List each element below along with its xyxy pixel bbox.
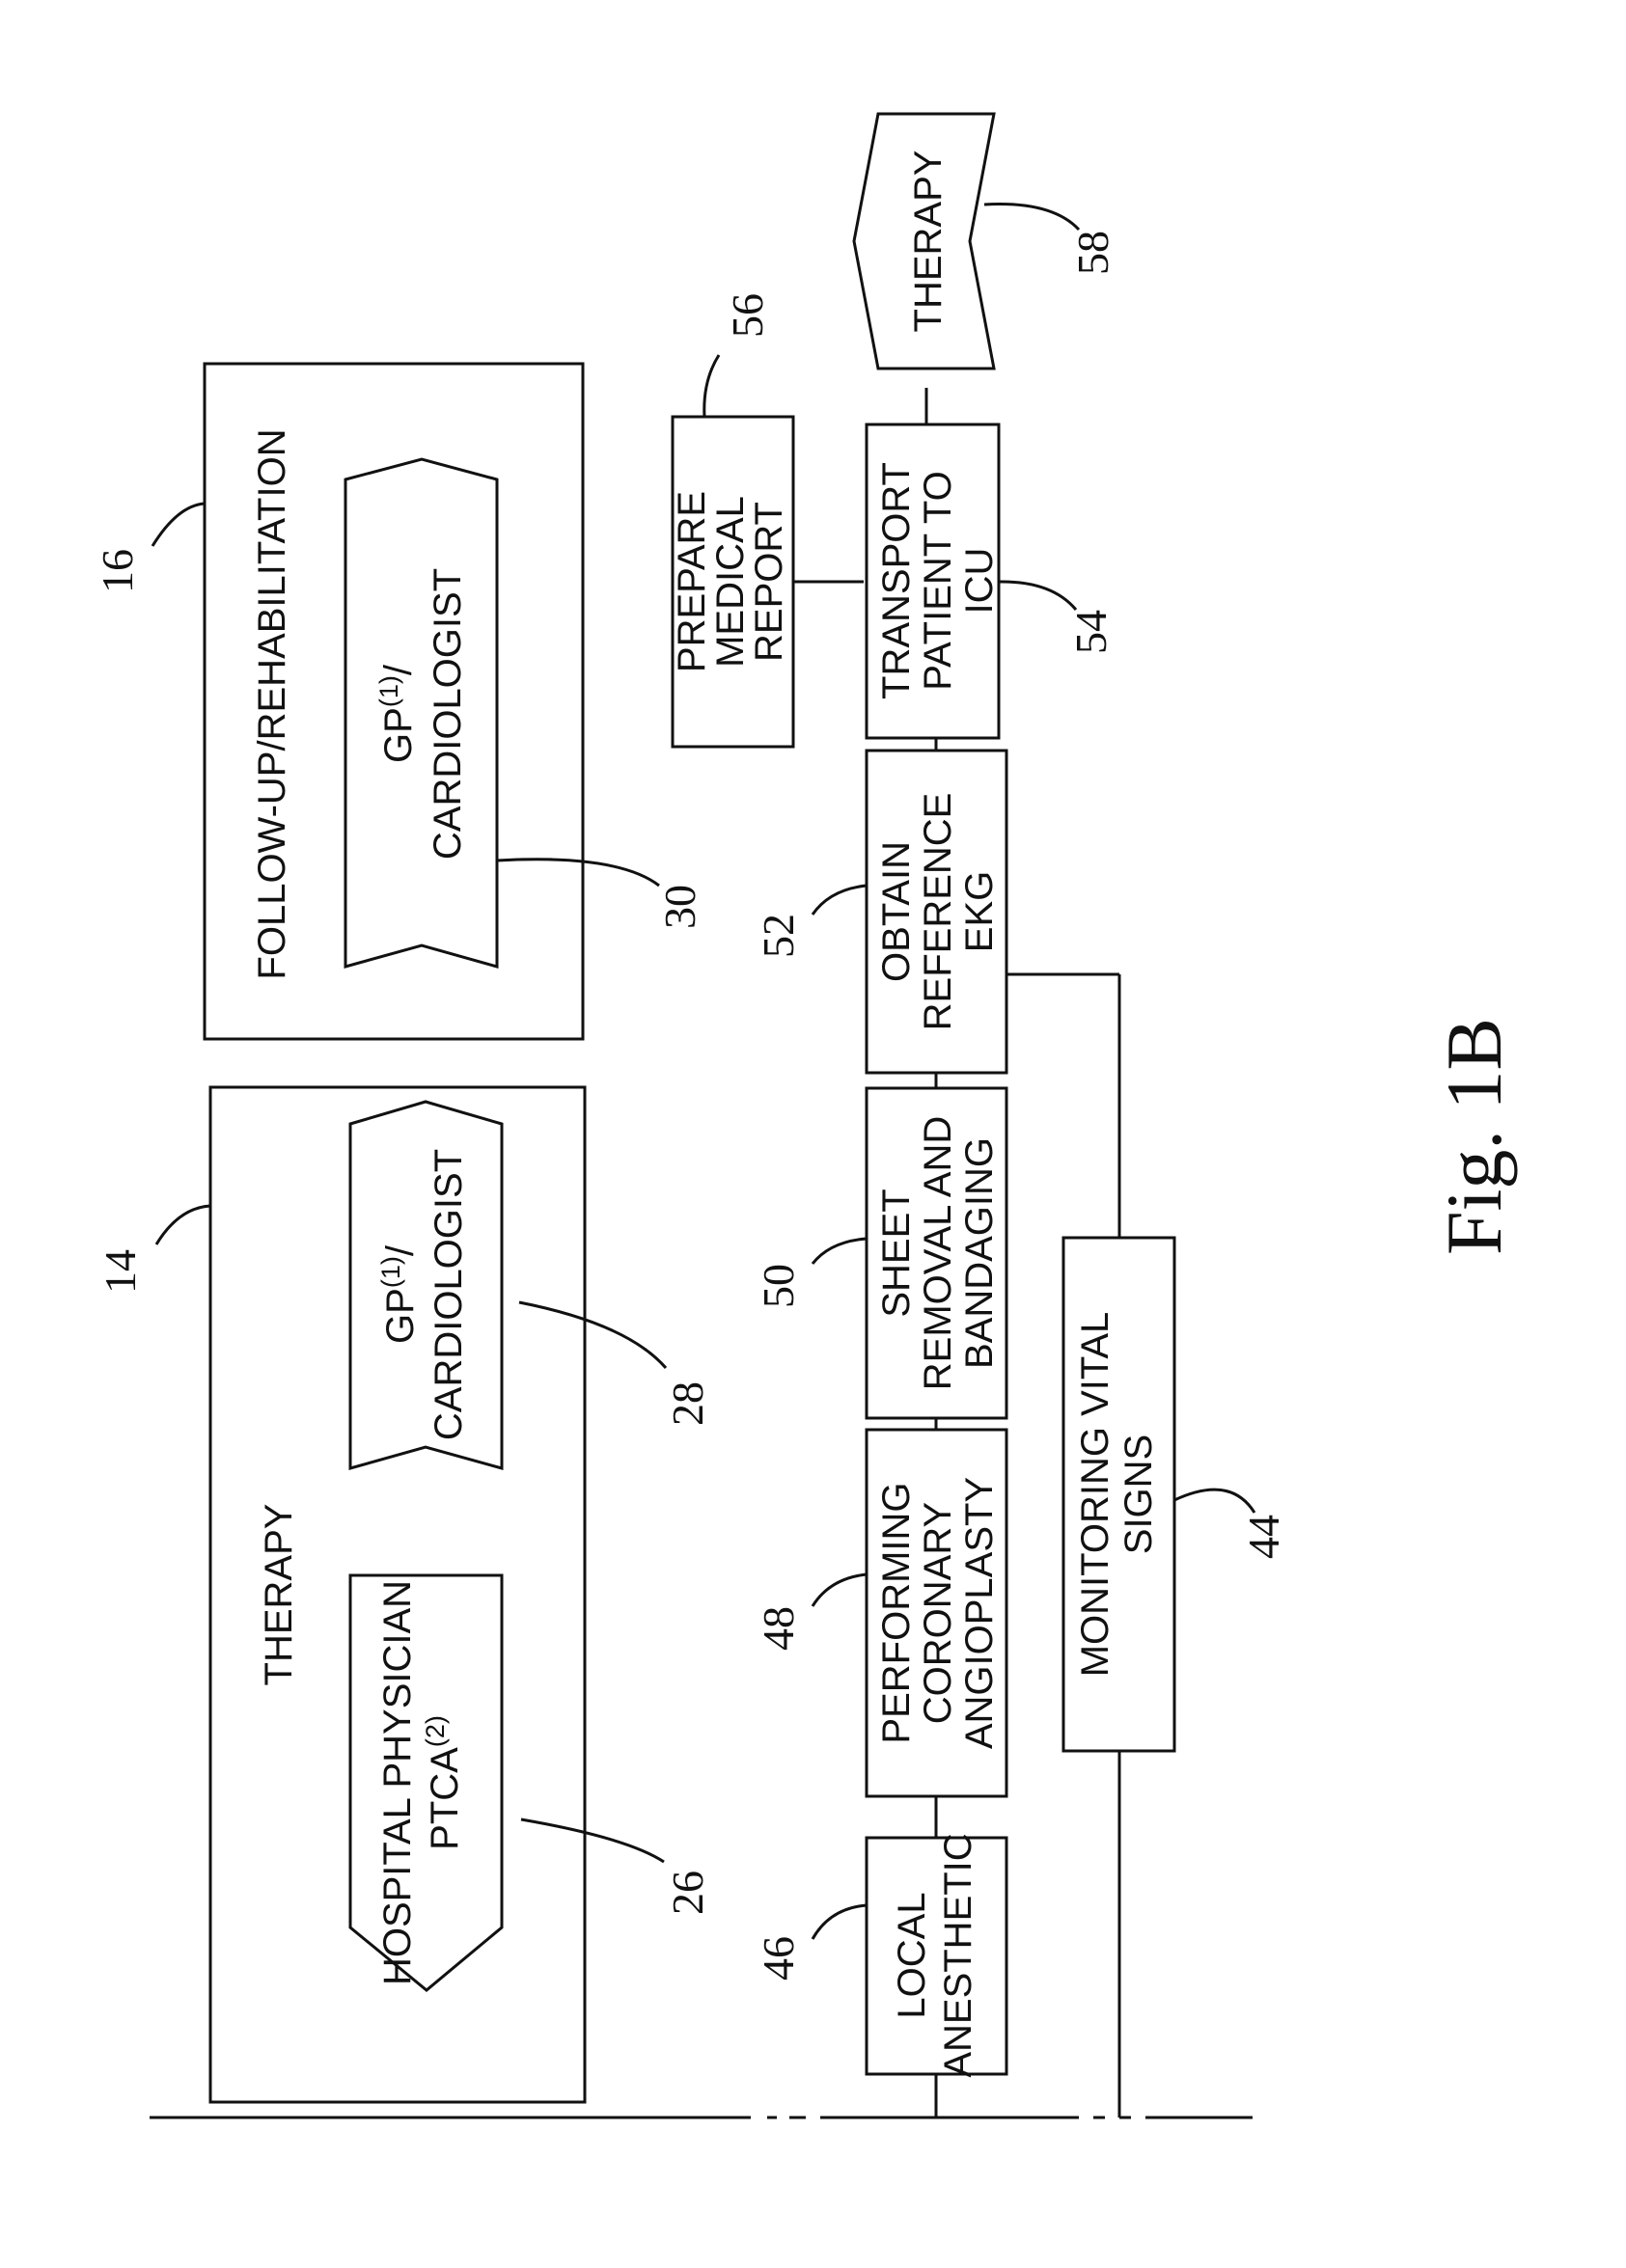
followup-panel-title: FOLLOW-UP/REHABILITATION	[251, 428, 293, 979]
figure-label: Fig. 1B	[1430, 1018, 1518, 1255]
ref-26: 26	[663, 1871, 712, 1915]
therapy-gp-cardiologist-chevron	[350, 1102, 502, 1468]
ref-28: 28	[663, 1381, 712, 1426]
ref-14: 14	[96, 1249, 145, 1294]
ref-44: 44	[1239, 1515, 1288, 1559]
ref-46: 46	[754, 1936, 803, 1981]
local-anesthetic-line2: ANESTHETIC	[937, 1833, 979, 2077]
angioplasty-line1: PERFORMING	[875, 1482, 918, 1743]
therapy-end-label: THERAPY	[907, 150, 950, 333]
report-line3: REPORT	[748, 502, 790, 662]
sheet-removal-line2: REMOVAL AND	[917, 1116, 959, 1391]
ref-52: 52	[754, 914, 803, 958]
angioplasty-line2: CORONARY	[917, 1502, 959, 1724]
leader-48	[813, 1574, 867, 1606]
leader-52	[813, 886, 867, 915]
followup-gp-cardiologist-chevron	[345, 459, 497, 967]
leader-14	[156, 1206, 210, 1244]
therapy-gp-line2: CARDIOLOGIST	[427, 1149, 470, 1440]
report-line1: PREPARE	[671, 491, 713, 672]
leader-56	[704, 355, 719, 417]
ref-54: 54	[1066, 610, 1116, 654]
local-anesthetic-line1: LOCAL	[891, 1892, 933, 2018]
ref-16: 16	[93, 549, 142, 593]
hospital-physician-line1: HOSPITAL PHYSICIAN	[376, 1580, 419, 1985]
transport-line2: PATIENT TO	[917, 471, 959, 690]
followup-gp-line2: CARDIOLOGIST	[427, 568, 469, 860]
ekg-line1: OBTAIN	[875, 841, 918, 982]
ref-56: 56	[723, 293, 772, 338]
report-line2: MEDICAL	[709, 496, 752, 668]
ref-58: 58	[1068, 231, 1117, 275]
leader-54	[999, 582, 1076, 610]
ref-48: 48	[754, 1606, 803, 1651]
leader-50	[813, 1239, 867, 1264]
ekg-line2: REFERENCE	[917, 793, 959, 1031]
leader-46	[813, 1905, 867, 1939]
transport-line1: TRANSPORT	[875, 462, 918, 699]
sheet-removal-line3: BANDAGING	[958, 1137, 1001, 1369]
monitoring-line2: SIGNS	[1117, 1435, 1160, 1554]
leader-58	[984, 205, 1079, 230]
therapy-panel-title: THERAPY	[258, 1504, 300, 1686]
ref-50: 50	[754, 1264, 803, 1308]
sheet-removal-line1: SHEET	[875, 1189, 918, 1317]
ref-30: 30	[655, 885, 704, 929]
angioplasty-line3: ANGIOPLASTY	[958, 1477, 1001, 1749]
transport-line3: ICU	[958, 548, 1001, 615]
leader-16	[152, 504, 205, 546]
ekg-line3: EKG	[958, 871, 1001, 952]
leader-44	[1174, 1489, 1254, 1513]
monitoring-line1: MONITORING VITAL	[1074, 1312, 1116, 1678]
